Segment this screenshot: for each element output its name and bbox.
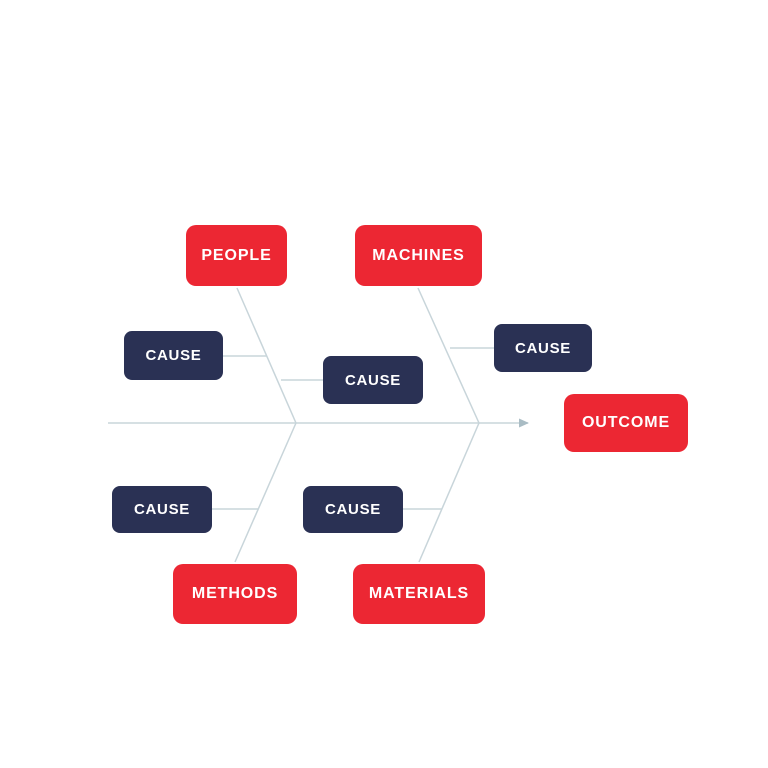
cause-label-people-mid: CAUSE (344, 371, 401, 389)
rib-machines (417, 287, 480, 424)
outcome-box[interactable]: OUTCOME (564, 394, 688, 452)
rib-materials (418, 422, 480, 563)
cause-label-materials: CAUSE (324, 501, 381, 518)
rib-methods (234, 422, 297, 563)
cause-box-people-left[interactable]: CAUSE (124, 331, 223, 380)
cause-box-people-mid[interactable]: CAUSE (323, 356, 423, 404)
cause-label-people-left: CAUSE (145, 347, 202, 364)
category-label-materials: MATERIALS (368, 585, 470, 602)
cause-box-machines[interactable]: CAUSE (494, 324, 592, 372)
cause-label-machines: CAUSE (514, 339, 571, 357)
category-box-machines[interactable]: MACHINES (355, 225, 482, 286)
category-box-methods[interactable]: METHODS (173, 564, 297, 624)
category-label-methods: METHODS (191, 585, 279, 602)
cause-label-methods-left: CAUSE (133, 501, 190, 518)
category-label-people: PEOPLE (201, 246, 272, 264)
category-box-materials[interactable]: MATERIALS (353, 564, 485, 624)
cause-box-materials[interactable]: CAUSE (303, 486, 403, 533)
cause-box-methods-left[interactable]: CAUSE (112, 486, 212, 533)
category-label-machines: MACHINES (372, 246, 465, 264)
category-box-people[interactable]: PEOPLE (186, 225, 287, 286)
outcome-label: OUTCOME (581, 414, 671, 431)
